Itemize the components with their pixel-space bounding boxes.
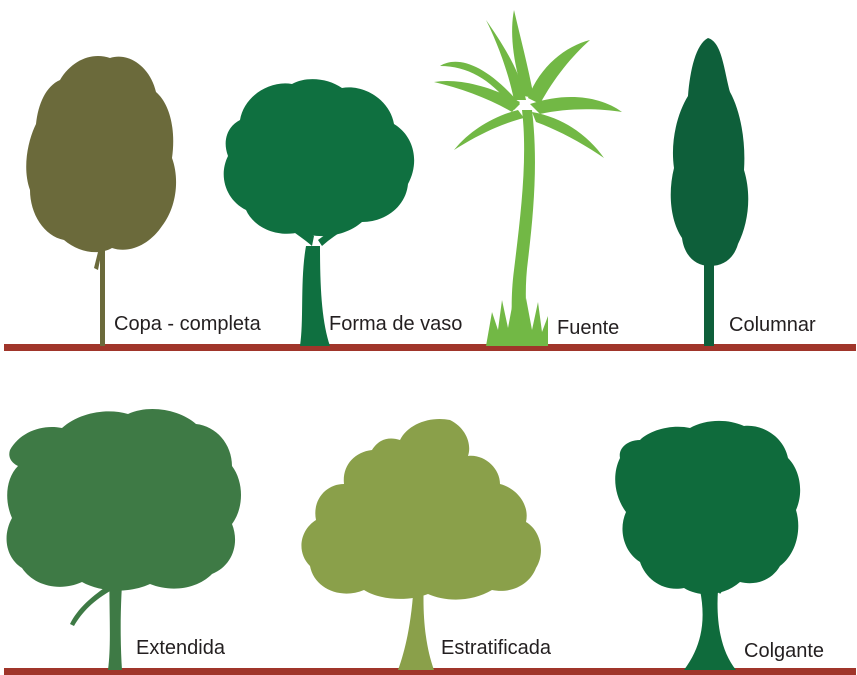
tree-label-estratificada: Estratificada	[441, 637, 552, 659]
tree-full-crown-icon	[26, 56, 177, 346]
tree-label-forma-de-vaso: Forma de vaso	[329, 313, 463, 335]
tree-label-extendida: Extendida	[136, 637, 225, 659]
tree-label-fuente: Fuente	[557, 317, 620, 339]
ground-line-top	[4, 344, 856, 351]
tree-columnar-icon	[670, 38, 749, 346]
tree-layered-icon	[301, 418, 541, 670]
tree-label-copa-completa: Copa - completa	[114, 313, 261, 335]
ground-line-bottom	[4, 668, 856, 675]
tree-weeping-icon	[615, 420, 801, 670]
tree-vase-shape-icon	[223, 79, 415, 346]
tree-label-columnar: Columnar	[729, 314, 816, 336]
tree-spreading-icon	[6, 409, 241, 670]
tree-fountain-palm-icon	[434, 10, 622, 346]
tree-label-colgante: Colgante	[744, 640, 825, 662]
